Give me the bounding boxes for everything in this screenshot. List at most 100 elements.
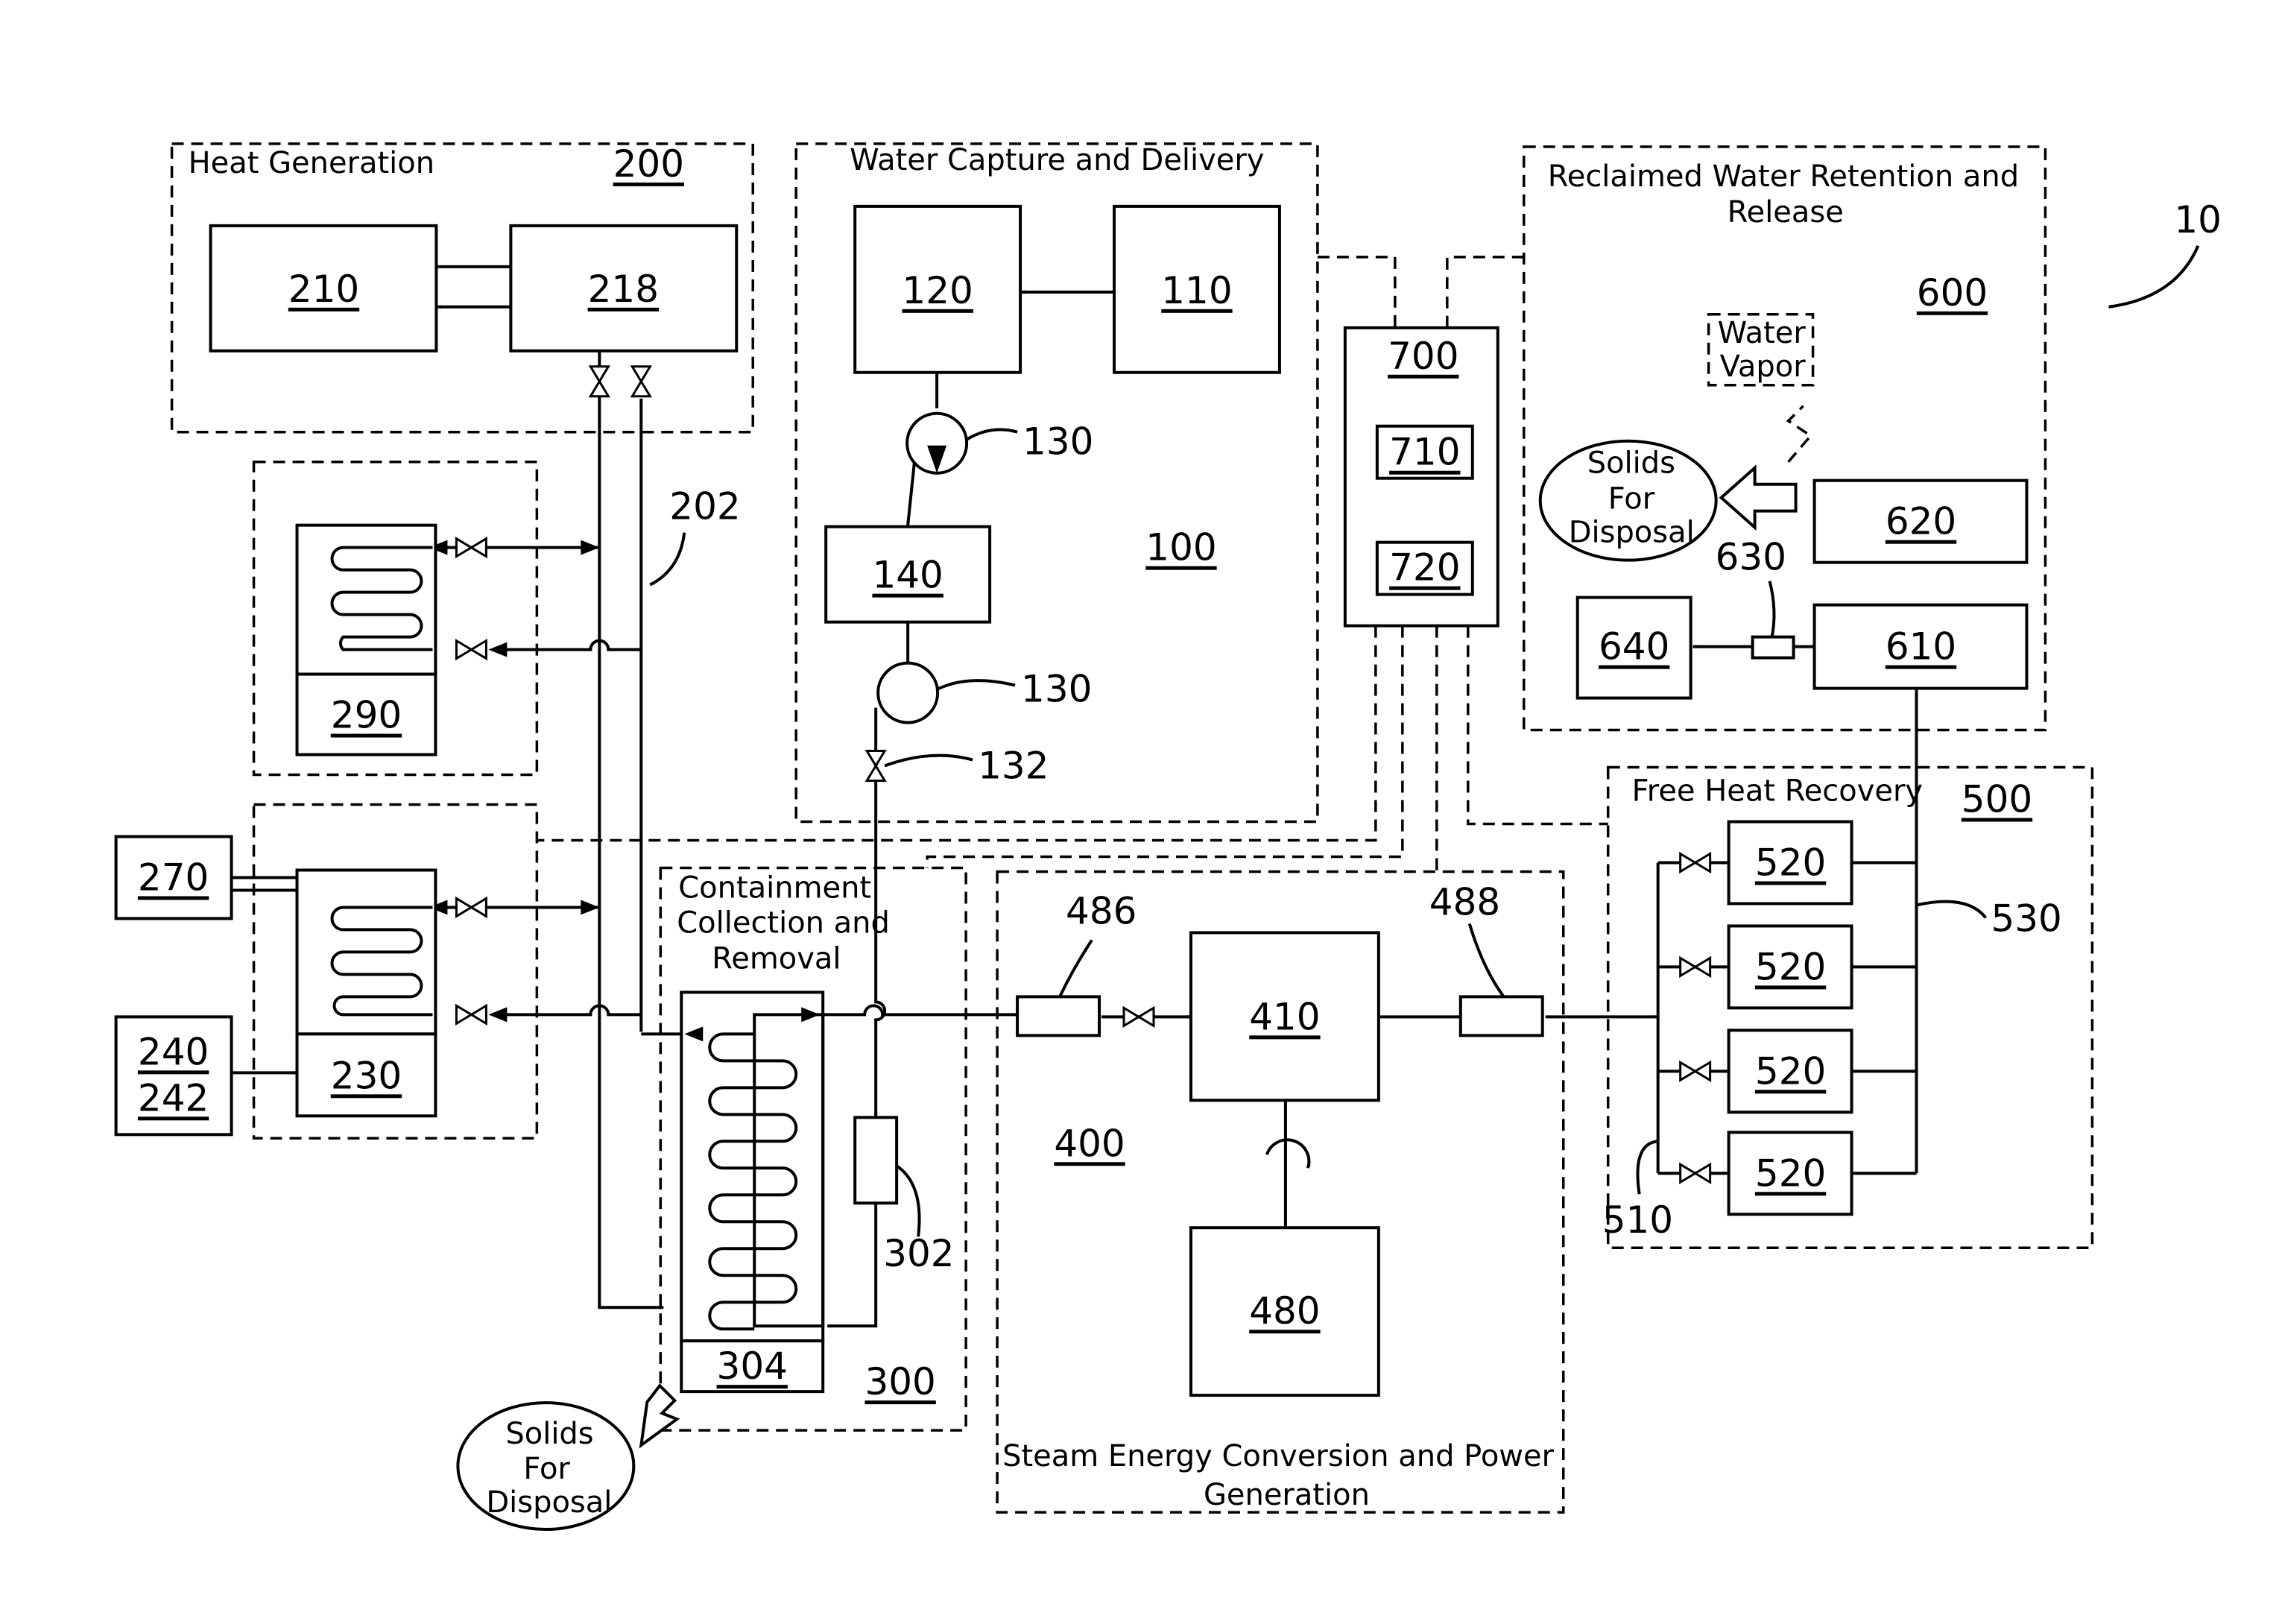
caption-steam-2: Generation (1204, 1478, 1370, 1512)
ref-530: 530 (1991, 897, 2061, 940)
caption-free-heat: Free Heat Recovery (1632, 774, 1923, 809)
valves (456, 367, 1710, 1182)
ref-302: 302 (883, 1232, 954, 1275)
ref-510: 510 (1602, 1198, 1673, 1242)
caption-heat-generation: Heat Generation (189, 146, 434, 180)
valve-290-supply[interactable] (456, 539, 486, 557)
caption-solids-r-3: Disposal (1569, 516, 1695, 550)
caption-reclaimed-1: Reclaimed Water Retention and (1548, 159, 2019, 194)
label-290: 290 (331, 694, 402, 737)
label-700: 700 (1388, 335, 1458, 378)
separator-302 (855, 1117, 897, 1203)
caption-reclaimed-2: Release (1728, 195, 1844, 230)
control-link-700-heater230 (537, 626, 1375, 841)
label-640: 640 (1599, 625, 1669, 669)
leader-510 (1637, 1141, 1657, 1194)
solids-arrow-right (1722, 468, 1796, 528)
control-link-700-100 (1318, 257, 1395, 328)
label-300: 300 (864, 1360, 935, 1403)
vapor-arrow (1789, 406, 1811, 462)
label-210: 210 (288, 268, 359, 311)
label-520-1: 520 (1755, 841, 1826, 884)
label-480: 480 (1249, 1289, 1320, 1333)
leader-530 (1917, 902, 1986, 918)
heater230-return (492, 1005, 641, 1014)
valve-520-2[interactable] (1681, 958, 1710, 976)
ref-486: 486 (1066, 889, 1137, 932)
leader-486 (1060, 940, 1092, 996)
leader-132 (885, 756, 973, 766)
filter-630 (1753, 637, 1794, 658)
ref-132: 132 (978, 745, 1049, 788)
caption-containment-1: Containment (678, 871, 871, 905)
label-600: 600 (1917, 271, 1988, 315)
label-520-3: 520 (1755, 1049, 1826, 1093)
leader-130-a (967, 429, 1017, 439)
heater290-return (492, 641, 641, 650)
arrow-290-supply (581, 540, 599, 555)
rotation-arrow (1267, 1140, 1309, 1168)
ref-10: 10 (2174, 198, 2222, 241)
caption-solids-r-2: For (1608, 482, 1655, 516)
label-242: 242 (138, 1076, 209, 1119)
valve-218-b[interactable] (632, 367, 650, 396)
ref-130-b: 130 (1021, 668, 1092, 711)
label-100: 100 (1145, 526, 1216, 569)
flow-302-to-coil (827, 1203, 876, 1326)
label-520-4: 520 (1755, 1151, 1826, 1195)
label-610: 610 (1886, 625, 1956, 669)
arrow-230-supply (581, 900, 599, 914)
caption-water-capture: Water Capture and Delivery (850, 143, 1264, 177)
label-230: 230 (331, 1054, 402, 1097)
leader-630 (1770, 581, 1774, 637)
pump-130-b (878, 663, 938, 723)
leader-202 (650, 533, 684, 585)
solids-arrow-left (641, 1386, 677, 1445)
label-140: 140 (872, 554, 943, 597)
label-410: 410 (1249, 995, 1320, 1038)
caption-containment-2: Collection and (677, 906, 890, 940)
valve-132[interactable] (867, 751, 885, 781)
valve-520-3[interactable] (1681, 1062, 1710, 1080)
control-link-700-600 (1447, 257, 1524, 328)
label-720: 720 (1389, 546, 1460, 590)
heat-supply-line (599, 350, 663, 1307)
box-488 (1461, 996, 1543, 1035)
label-240: 240 (138, 1030, 209, 1073)
caption-steam-1: Steam Energy Conversion and Power (1002, 1439, 1554, 1473)
box-486 (1017, 996, 1099, 1035)
label-200: 200 (613, 142, 684, 186)
ref-630: 630 (1716, 536, 1786, 579)
caption-solids-r-1: Solids (1587, 446, 1675, 481)
caption-containment-3: Removal (712, 941, 841, 976)
label-500: 500 (1962, 778, 2032, 821)
valve-218-a[interactable] (590, 367, 608, 396)
system-ref-arrow (2108, 246, 2198, 307)
ref-130-a: 130 (1022, 420, 1093, 464)
arrow-230-return (488, 1007, 507, 1022)
ref-488: 488 (1429, 880, 1500, 923)
label-304: 304 (717, 1345, 788, 1388)
caption-solids-l-1: Solids (505, 1417, 593, 1451)
ref-202: 202 (669, 485, 740, 528)
label-110: 110 (1161, 269, 1232, 312)
leader-488 (1470, 923, 1504, 996)
label-218: 218 (588, 268, 659, 311)
label-270: 270 (138, 856, 209, 899)
label-120: 120 (902, 269, 973, 312)
valve-520-4[interactable] (1681, 1164, 1710, 1182)
valve-290-return[interactable] (456, 641, 486, 659)
label-620: 620 (1886, 500, 1956, 543)
valve-230-return[interactable] (456, 1005, 486, 1023)
arrow-290-return (488, 642, 507, 657)
label-520-2: 520 (1755, 945, 1826, 988)
valve-486[interactable] (1124, 1008, 1154, 1026)
valve-230-supply[interactable] (456, 898, 486, 916)
label-710: 710 (1389, 431, 1460, 474)
valve-520-1[interactable] (1681, 853, 1710, 871)
label-400: 400 (1054, 1122, 1125, 1165)
caption-water-vapor-2: Vapor (1720, 350, 1807, 384)
caption-solids-l-2: For (523, 1452, 570, 1486)
caption-solids-l-3: Disposal (486, 1485, 612, 1520)
